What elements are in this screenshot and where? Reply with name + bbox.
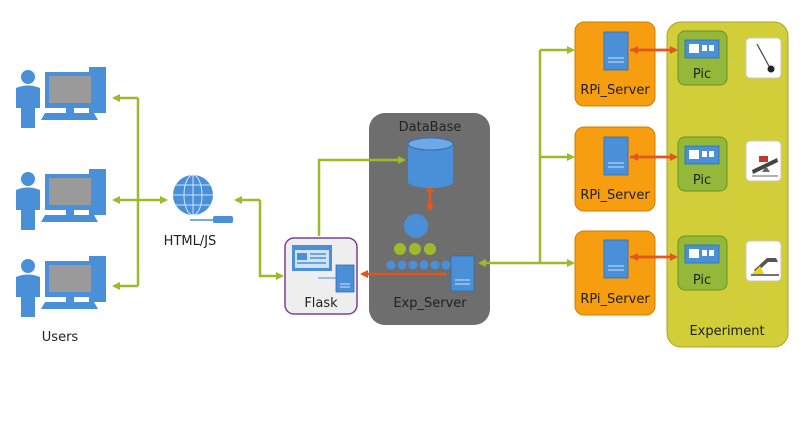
computer-icon xyxy=(41,256,106,309)
pic-module-3: Pic xyxy=(677,235,728,291)
router-icon xyxy=(190,216,233,223)
server-icon xyxy=(603,239,629,279)
globe-icon xyxy=(173,174,213,216)
server-icon xyxy=(318,264,355,293)
network-cluster-icon xyxy=(386,214,451,270)
rpi-server-1: RPi_Server xyxy=(580,31,650,98)
exp-rpi-links xyxy=(478,46,575,267)
red-links xyxy=(360,46,678,278)
flask-label: Flask xyxy=(304,296,338,311)
experiment-device-3 xyxy=(745,240,782,282)
chip-icon xyxy=(684,145,720,165)
user-station-3 xyxy=(16,256,106,317)
users-links xyxy=(112,94,168,290)
htmljs-flask-link xyxy=(234,196,284,280)
rpi-server-2: RPi_Server xyxy=(580,136,650,203)
pic-module-2: Pic xyxy=(677,136,728,192)
chip-icon xyxy=(684,39,720,59)
html-js-label: HTML/JS xyxy=(164,234,217,249)
user-station-1 xyxy=(16,67,106,128)
user-icon xyxy=(16,70,40,128)
rpi-server-label: RPi_Server xyxy=(580,292,650,307)
exp-server-label: Exp_Server xyxy=(393,296,467,311)
experiment-label: Experiment xyxy=(689,324,764,339)
beam-icon xyxy=(752,156,778,177)
user-icon xyxy=(16,259,40,317)
server-icon xyxy=(450,255,475,292)
computer-icon xyxy=(41,67,106,120)
rpi-server-label: RPi_Server xyxy=(580,188,650,203)
server-icon xyxy=(603,31,629,71)
database-label: DataBase xyxy=(399,120,462,135)
server-icon xyxy=(603,136,629,176)
user-station-2 xyxy=(16,169,106,230)
pic-label: Pic xyxy=(693,273,711,288)
pic-label: Pic xyxy=(693,67,711,82)
users-label: Users xyxy=(42,330,79,345)
webapp-icon xyxy=(292,245,332,271)
database-icon xyxy=(407,137,454,188)
pic-label: Pic xyxy=(693,173,711,188)
experiment-device-1 xyxy=(745,37,782,79)
chip-icon xyxy=(684,244,720,264)
user-icon xyxy=(16,172,40,230)
flask-database-link xyxy=(317,156,406,236)
rpi-server-3: RPi_Server xyxy=(580,239,650,307)
lever-icon xyxy=(751,258,779,276)
rpi-server-label: RPi_Server xyxy=(580,83,650,98)
pendulum-icon xyxy=(756,43,775,73)
pic-module-1: Pic xyxy=(677,30,728,86)
computer-icon xyxy=(41,169,106,222)
experiment-device-2 xyxy=(745,140,782,182)
